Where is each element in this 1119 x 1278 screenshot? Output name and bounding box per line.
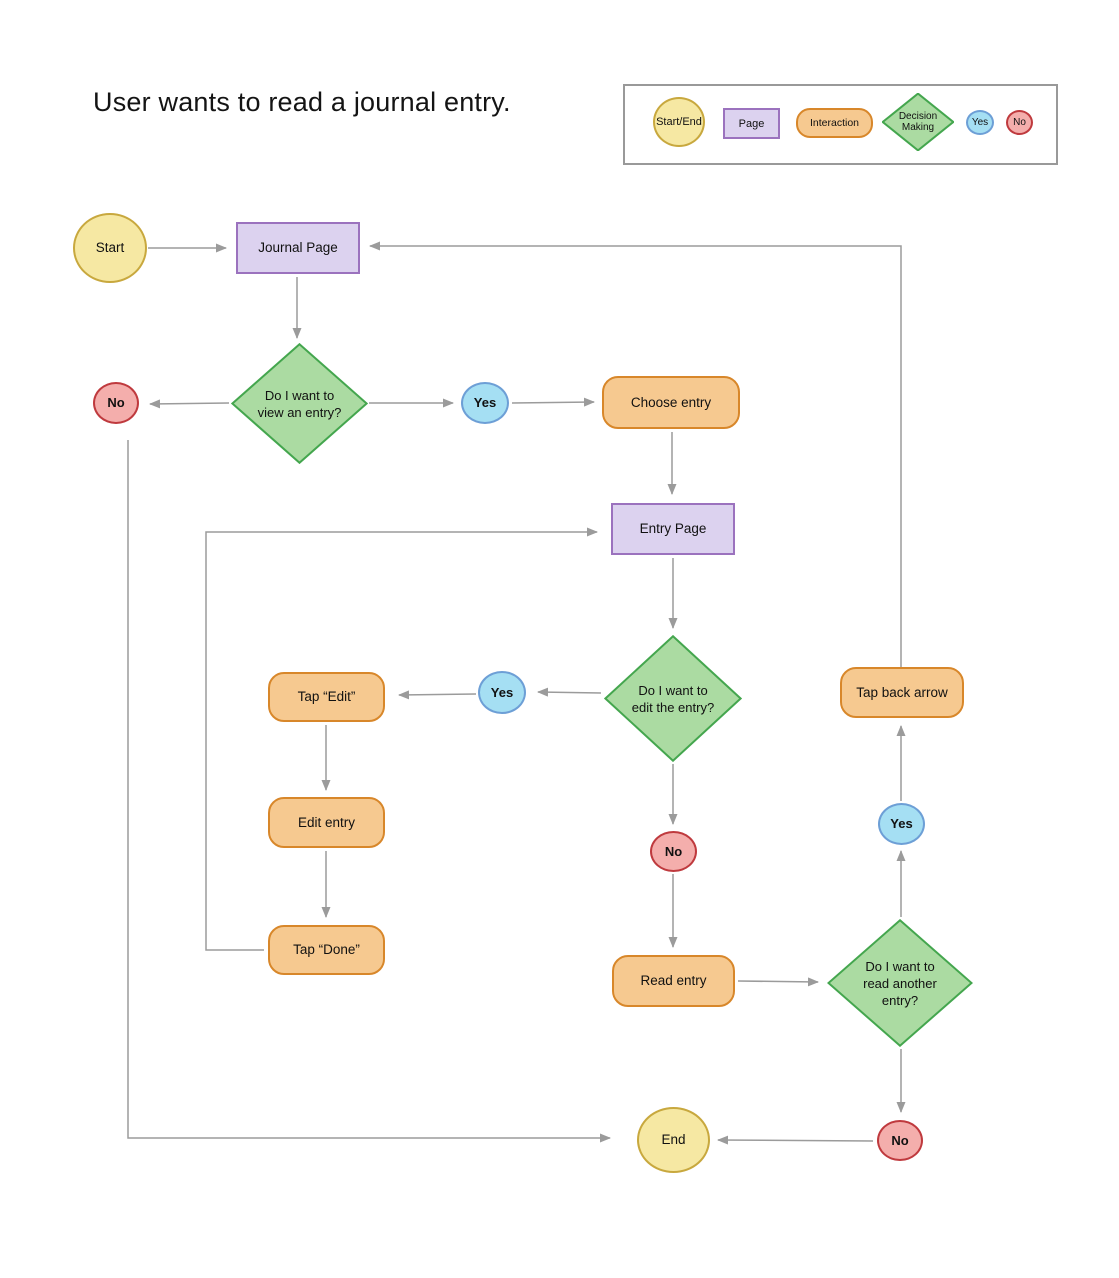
tap-done-label: Tap “Done” bbox=[293, 942, 360, 957]
yes-read-another-label: Yes bbox=[890, 816, 913, 831]
legend-no-label: No bbox=[1013, 116, 1026, 128]
edit-entry-node: Edit entry bbox=[268, 797, 385, 848]
decision-read-another-node: Do I want to read another entry? bbox=[827, 919, 973, 1047]
legend-no-shape: No bbox=[1006, 110, 1033, 135]
connector-tap-done-to-entry-page bbox=[205, 527, 598, 951]
connector-read-entry-to-decision-read bbox=[737, 977, 819, 987]
connector-yes-to-tap-edit bbox=[398, 690, 477, 700]
diamond-icon bbox=[882, 93, 954, 151]
connector-tapback-to-journal bbox=[369, 241, 902, 667]
entry-page-label: Entry Page bbox=[639, 521, 707, 536]
no-view-node: No bbox=[93, 382, 139, 424]
connector-yes-to-choose-entry bbox=[511, 397, 595, 407]
decision-view-label: Do I want to view an entry? bbox=[257, 387, 342, 420]
diamond-icon bbox=[827, 919, 973, 1047]
legend-interaction-label: Interaction bbox=[809, 117, 860, 129]
read-entry-label: Read entry bbox=[640, 973, 707, 988]
end-label: End bbox=[661, 1132, 686, 1147]
legend-decision-shape: Decision Making bbox=[882, 93, 954, 151]
read-entry-node: Read entry bbox=[612, 955, 735, 1007]
connector-decision-edit-to-yes bbox=[537, 687, 602, 697]
diamond-icon bbox=[231, 343, 368, 464]
decision-edit-label: Do I want to edit the entry? bbox=[631, 682, 715, 715]
connector-decision-view-to-no bbox=[149, 399, 230, 409]
legend-start-end-label: Start/End bbox=[656, 116, 702, 128]
edit-entry-label: Edit entry bbox=[297, 814, 356, 830]
no-view-label: No bbox=[107, 395, 125, 410]
tap-back-arrow-label: Tap back arrow bbox=[856, 684, 948, 700]
legend-page-label: Page bbox=[738, 117, 765, 130]
decision-edit-node: Do I want to edit the entry? bbox=[604, 635, 742, 762]
yes-view-node: Yes bbox=[461, 382, 509, 424]
yes-edit-node: Yes bbox=[478, 671, 526, 714]
legend-yes-label: Yes bbox=[971, 116, 989, 128]
end-node: End bbox=[637, 1107, 710, 1173]
diagram-title: User wants to read a journal entry. bbox=[93, 87, 511, 117]
decision-view-node: Do I want to view an entry? bbox=[231, 343, 368, 464]
legend-yes-shape: Yes bbox=[966, 110, 994, 135]
yes-edit-label: Yes bbox=[490, 684, 514, 700]
decision-read-another-label: Do I want to read another entry? bbox=[863, 958, 937, 1008]
no-read-another-node: No bbox=[877, 1120, 923, 1161]
tap-edit-node: Tap “Edit” bbox=[268, 672, 385, 722]
legend-start-end-shape: Start/End bbox=[653, 97, 705, 147]
tap-back-arrow-node: Tap back arrow bbox=[840, 667, 964, 718]
tap-edit-label: Tap “Edit” bbox=[297, 689, 356, 704]
legend: Start/End Page Interaction Decision Maki… bbox=[623, 84, 1058, 165]
journal-page-label: Journal Page bbox=[258, 240, 338, 255]
start-node: Start bbox=[73, 213, 147, 283]
journal-page-node: Journal Page bbox=[236, 222, 360, 274]
legend-interaction-shape: Interaction bbox=[796, 108, 873, 138]
no-read-another-label: No bbox=[891, 1132, 909, 1148]
yes-view-label: Yes bbox=[473, 395, 497, 410]
no-edit-label: No bbox=[664, 843, 683, 859]
choose-entry-node: Choose entry bbox=[602, 376, 740, 429]
choose-entry-label: Choose entry bbox=[630, 394, 712, 410]
no-edit-node: No bbox=[650, 831, 697, 872]
connector-no-view-to-end bbox=[127, 440, 611, 1143]
yes-read-another-node: Yes bbox=[878, 803, 925, 845]
legend-page-shape: Page bbox=[723, 108, 780, 139]
tap-done-node: Tap “Done” bbox=[268, 925, 385, 975]
diamond-icon bbox=[604, 635, 742, 762]
legend-decision-label: Decision Making bbox=[898, 111, 938, 133]
start-label: Start bbox=[95, 240, 125, 255]
connector-no-to-end bbox=[717, 1135, 874, 1145]
entry-page-node: Entry Page bbox=[611, 503, 735, 555]
